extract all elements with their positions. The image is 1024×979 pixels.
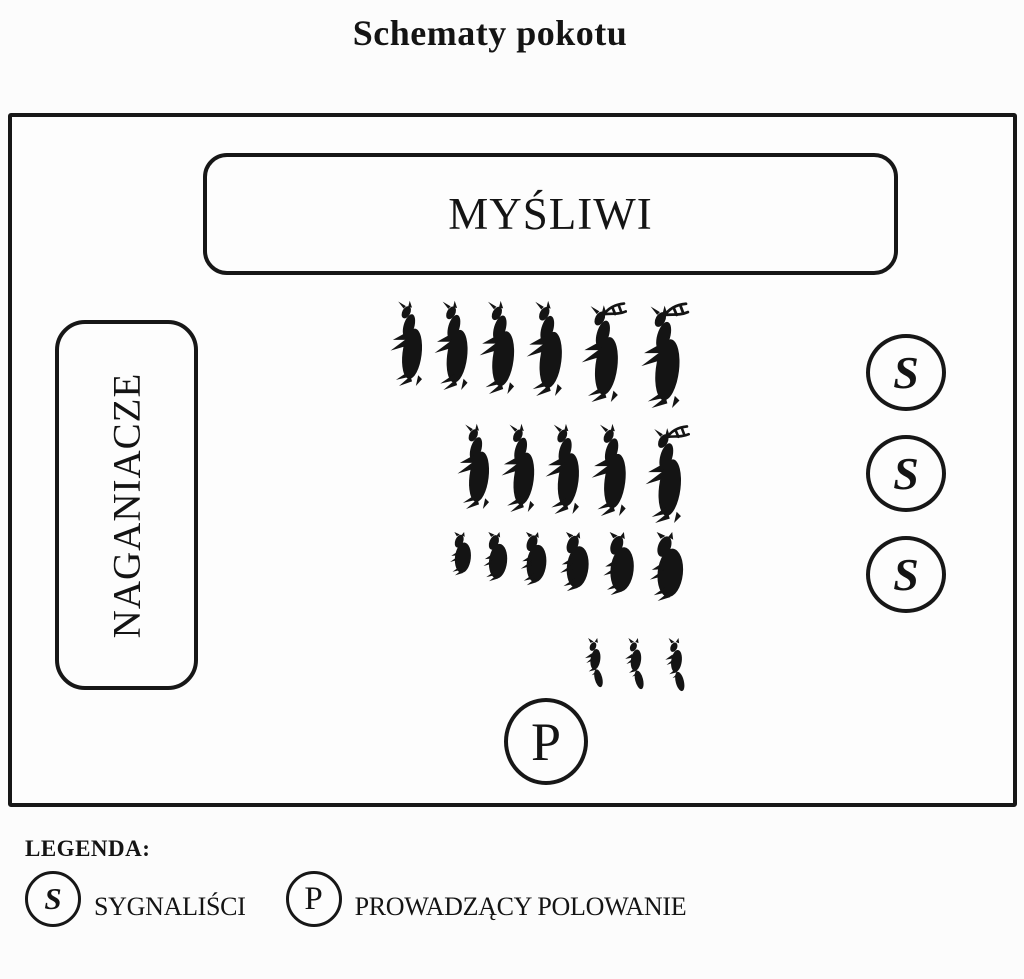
- legend-item-leader: P PROWADZĄCY POLOWANIE: [285, 871, 687, 927]
- hunters-label: MYŚLIWI: [448, 189, 653, 239]
- doe-silhouette-icon: [500, 423, 540, 512]
- fox-silhouette-icon: [622, 638, 649, 690]
- hunters-box: MYŚLIWI: [203, 153, 898, 275]
- doe-silhouette-icon: [433, 300, 473, 390]
- doe-silhouette-icon: [544, 423, 585, 514]
- game-row-1-deer: [390, 300, 690, 408]
- page-title: Schematy pokotu: [352, 13, 628, 53]
- boar-silhouette-icon: [556, 532, 594, 592]
- boar-silhouette-icon: [480, 532, 512, 582]
- beaters-label: NAGANIACZE: [105, 372, 149, 638]
- signaler-badge: S: [866, 334, 946, 411]
- signaler-symbol-icon: S: [25, 871, 81, 927]
- fox-silhouette-icon: [662, 638, 690, 692]
- doe-silhouette-icon: [525, 300, 568, 396]
- leader-symbol-icon: P: [285, 871, 342, 927]
- stag-silhouette-icon: [573, 300, 628, 402]
- diagram-canvas: MYŚLIWI NAGANIACZE: [8, 113, 1017, 807]
- legend: LEGENDA: S SYGNALIŚCI P PROWADZĄCY POLOW…: [25, 836, 687, 927]
- doe-silhouette-icon: [389, 300, 427, 386]
- boar-silhouette-icon: [447, 532, 475, 576]
- legend-heading: LEGENDA:: [25, 836, 151, 861]
- legend-row: S SYGNALIŚCI P PROWADZĄCY POLOWANIE: [25, 871, 687, 927]
- doe-silhouette-icon: [456, 423, 494, 509]
- legend-label-signalers: SYGNALIŚCI: [94, 892, 246, 921]
- signaler-badge: S: [866, 536, 946, 613]
- game-row-3-boars: [390, 532, 690, 602]
- legend-item-signalers: S SYGNALIŚCI: [25, 871, 246, 927]
- boar-silhouette-icon: [517, 532, 552, 586]
- boar-silhouette-icon: [645, 532, 690, 602]
- leader-badge: P: [504, 698, 588, 785]
- beaters-box: NAGANIACZE: [55, 320, 198, 690]
- fox-silhouette-icon: [582, 638, 608, 688]
- legend-label-leader: PROWADZĄCY POLOWANIE: [354, 892, 687, 921]
- signaler-badge: S: [866, 435, 946, 512]
- game-area: [390, 300, 690, 692]
- boar-silhouette-icon: [599, 532, 640, 596]
- doe-silhouette-icon: [478, 300, 520, 394]
- game-row-2-deer: [390, 423, 690, 523]
- stag-silhouette-icon: [637, 423, 690, 523]
- game-row-4-foxes: [390, 638, 690, 692]
- doe-silhouette-icon: [590, 423, 632, 516]
- stag-silhouette-icon: [632, 300, 690, 408]
